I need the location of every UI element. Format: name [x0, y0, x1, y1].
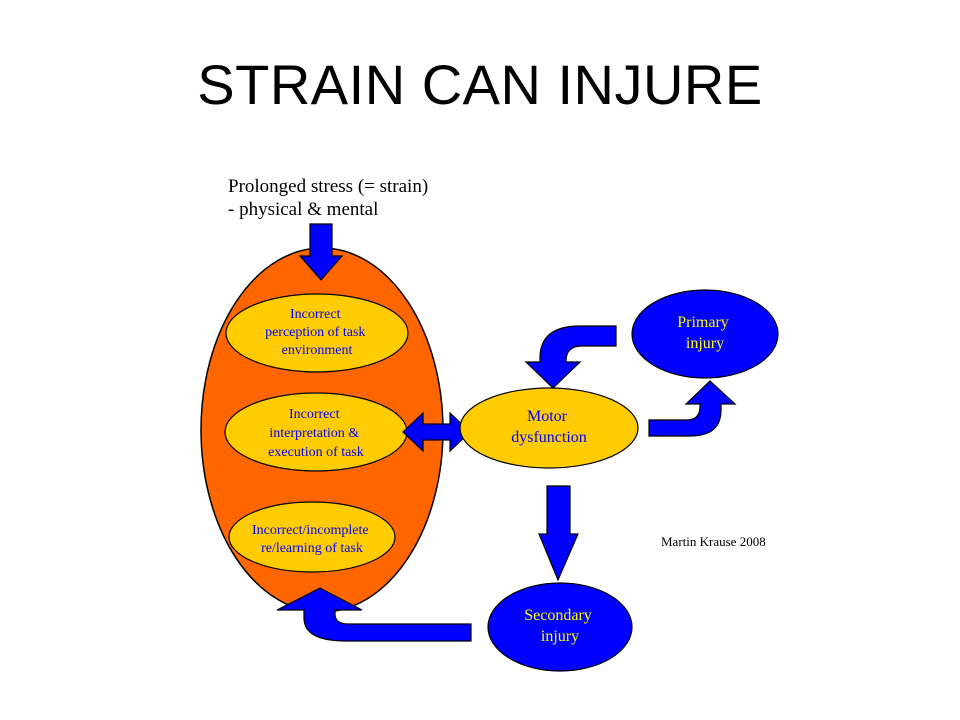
interpretation-line-2: interpretation &: [269, 426, 359, 441]
motor-to-primary-arrow: [648, 380, 737, 437]
secondary-line-1: Secondary: [524, 607, 592, 624]
motor-dysfunction-label: Motor dysfunction: [511, 408, 587, 446]
credit-text: Martin Krause 2008: [661, 534, 766, 549]
ellipse-perception-label: Incorrect perception of task environment: [265, 307, 369, 358]
perception-line-1: Incorrect: [290, 307, 341, 322]
input-text-line-1: Prolonged stress (= strain): [228, 176, 428, 197]
primary-injury-label: Primary injury: [677, 314, 733, 352]
secondary-to-outer-arrow: [276, 587, 472, 642]
interpretation-line-3: execution of task: [268, 445, 364, 460]
ellipse-perception: [225, 293, 409, 373]
relearning-line-2: re/learning of task: [261, 541, 363, 556]
ellipse-relearning-label: Incorrect/incomplete re/learning of task: [252, 523, 372, 556]
primary-injury-ellipse: [631, 289, 779, 379]
input-text-line-2: - physical & mental: [228, 199, 378, 220]
motor-line-1: Motor: [527, 408, 568, 425]
relearning-line-1: Incorrect/incomplete: [252, 523, 369, 538]
perception-line-2: perception of task: [265, 325, 365, 340]
motor-line-2: dysfunction: [511, 429, 587, 446]
motor-to-secondary-arrow: [538, 485, 579, 582]
ellipse-relearning: [228, 501, 396, 573]
secondary-line-2: injury: [541, 628, 579, 645]
primary-line-1: Primary: [677, 314, 729, 331]
primary-to-motor-arrow: [524, 325, 617, 389]
motor-dysfunction-ellipse: [459, 387, 639, 469]
ellipse-interpretation-label: Incorrect interpretation & execution of …: [268, 407, 364, 460]
strain-down-arrow: [298, 223, 344, 281]
primary-line-2: injury: [686, 335, 724, 352]
interpretation-line-1: Incorrect: [289, 407, 340, 422]
secondary-injury-label: Secondary injury: [524, 607, 596, 645]
perception-line-3: environment: [282, 343, 353, 358]
slide-title: STRAIN CAN INJURE: [197, 53, 763, 116]
secondary-injury-ellipse: [487, 582, 633, 672]
